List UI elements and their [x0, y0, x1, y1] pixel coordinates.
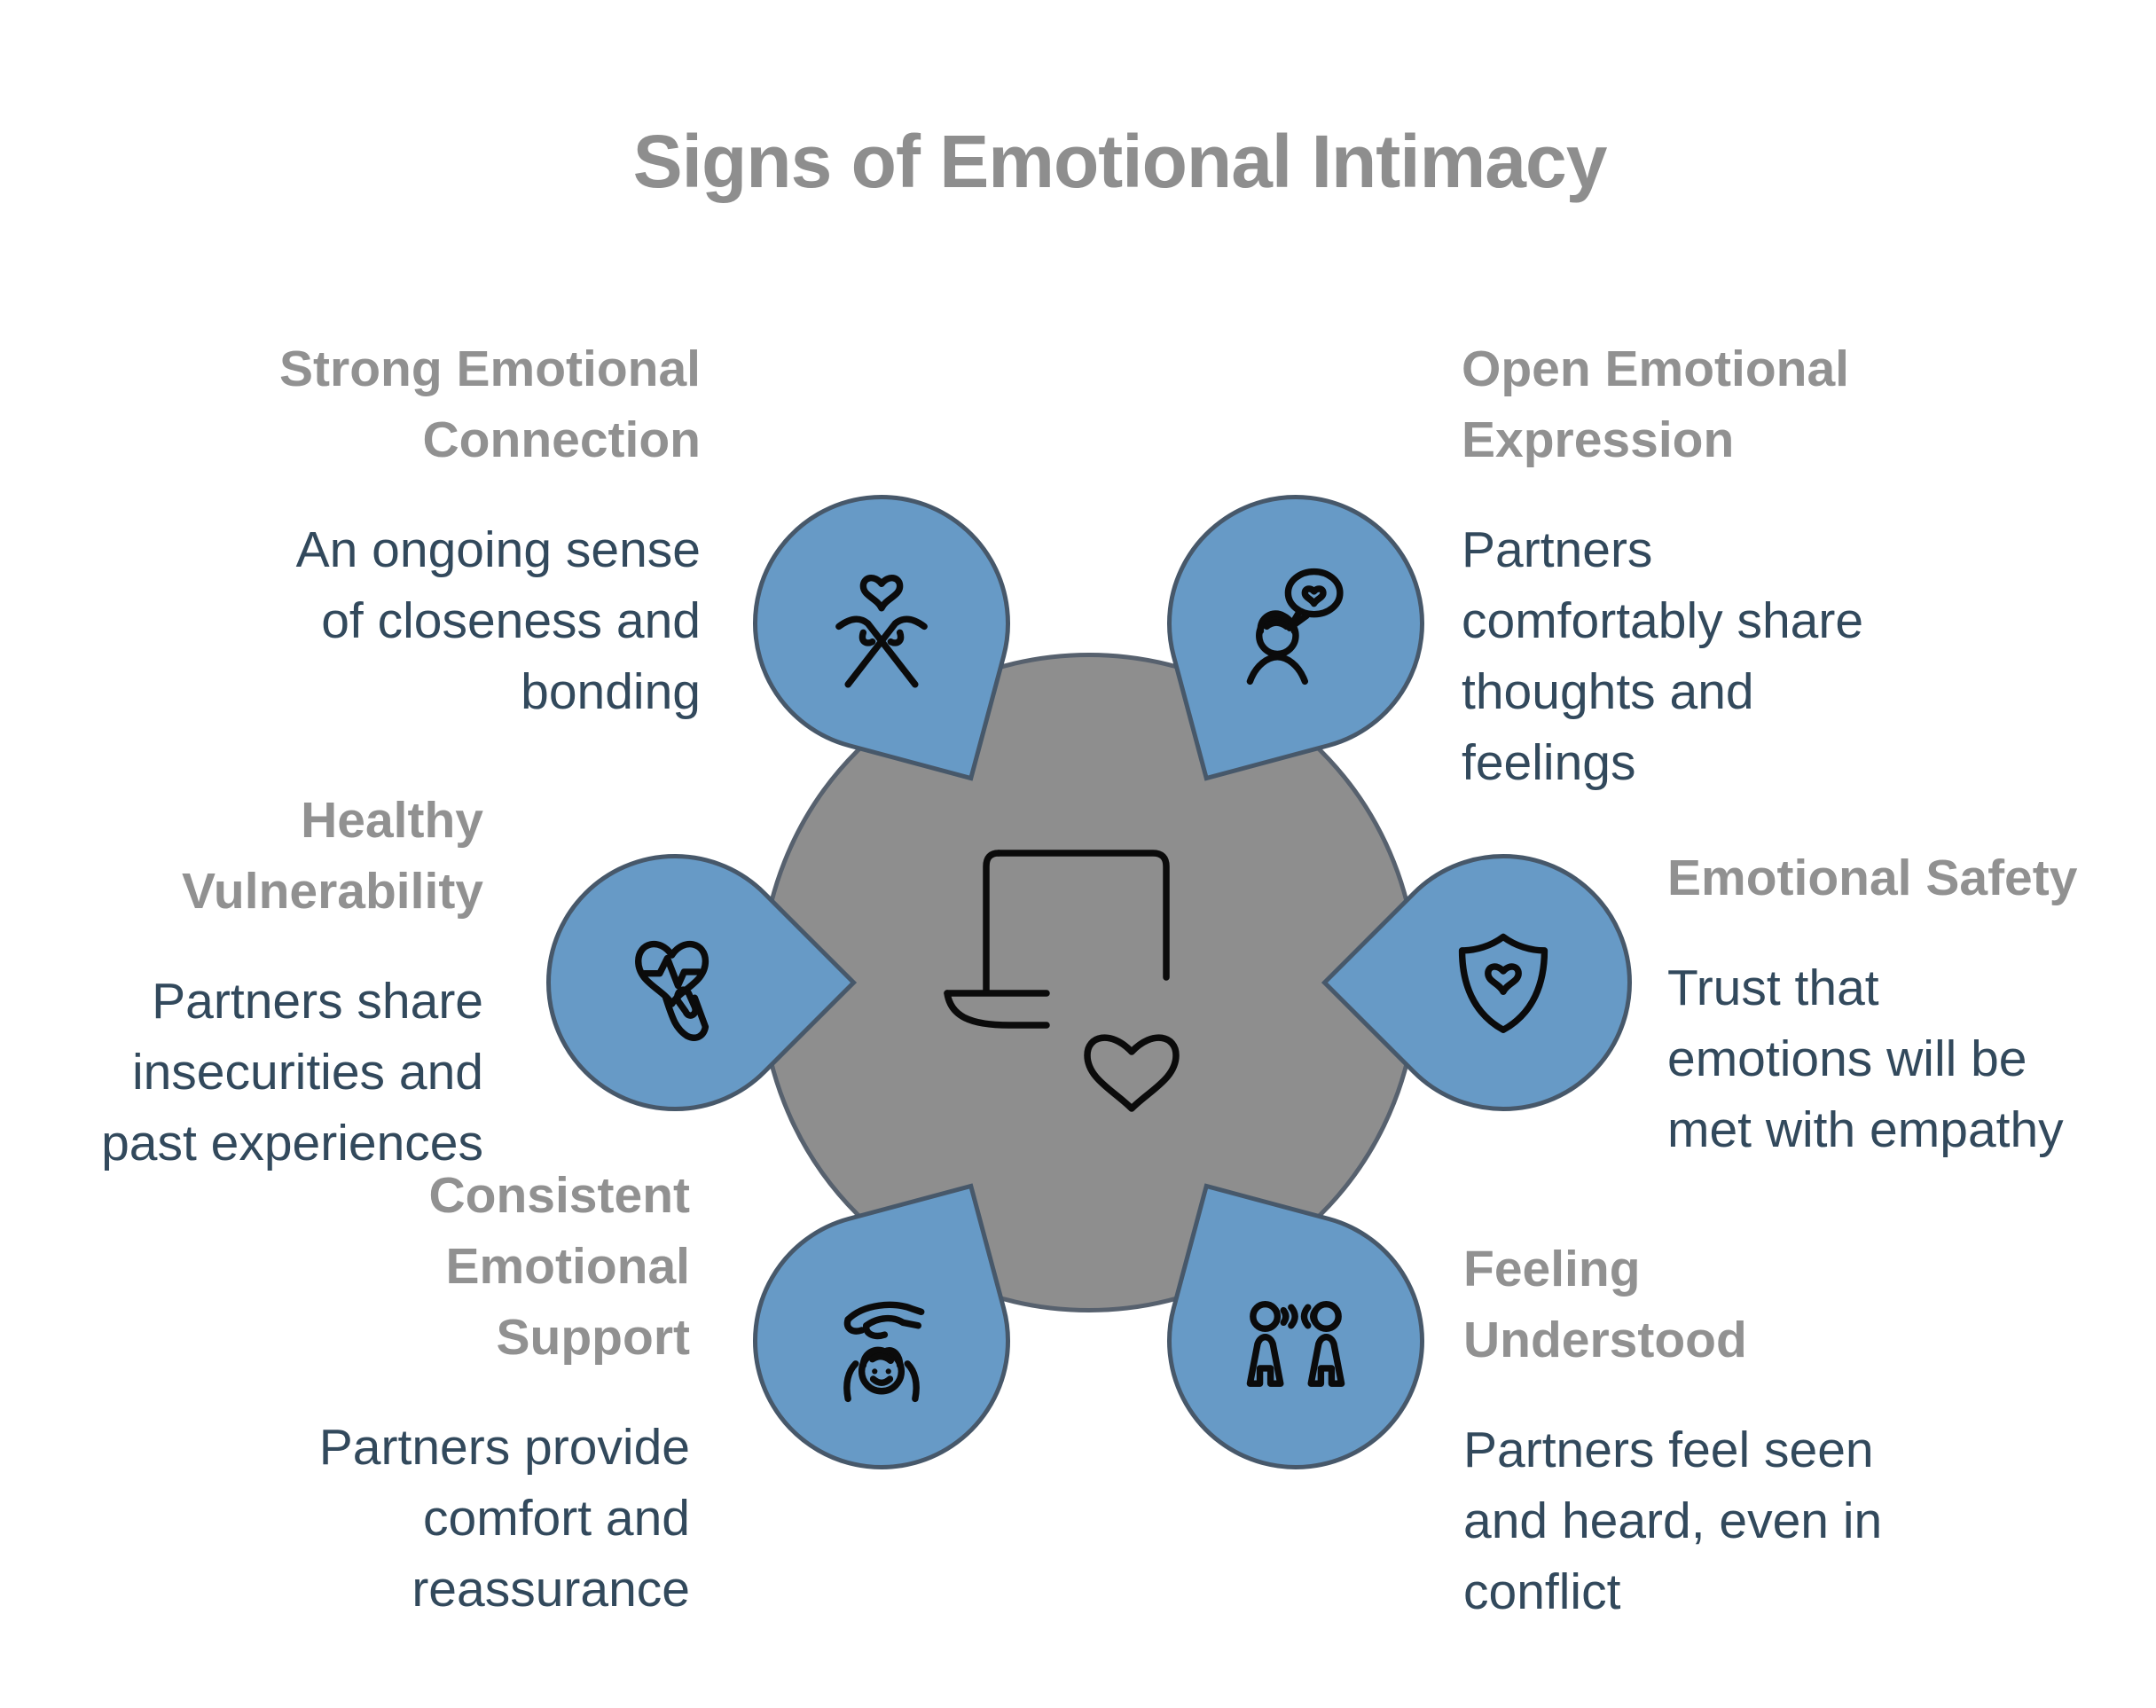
section-consistent-emotional-support: Consistent Emotional Support Partners pr… [171, 1160, 690, 1625]
section-heading: Emotional Safety [1667, 850, 2078, 906]
hand-over-child-icon [843, 1301, 925, 1403]
section-heading: Consistent Emotional Support [428, 1167, 690, 1366]
section-body: Partners feel seen and heard, even in co… [1463, 1422, 1883, 1620]
section-healthy-vulnerability: Healthy Vulnerability Partners share ins… [22, 785, 483, 1179]
laptop-screen-right [995, 850, 1170, 981]
petal-strong-emotional-connection [724, 466, 1039, 781]
petal-consistent-emotional-support [724, 1183, 1039, 1499]
section-heading: Open Emotional Expression [1462, 341, 1850, 468]
section-heading: Strong Emotional Connection [279, 341, 701, 468]
petal-emotional-safety [1321, 800, 1686, 1165]
laptop-base-curve [944, 990, 1050, 1029]
shield-heart-icon [1458, 933, 1548, 1034]
section-body: Trust that emotions will be met with emp… [1667, 960, 2064, 1158]
section-heading: Feeling Understood [1463, 1241, 1747, 1368]
laptop-heart-icon [944, 850, 1180, 1112]
heart-pulse-hand-icon [635, 940, 710, 1041]
section-body: An ongoing sense of closeness and bondin… [295, 521, 701, 720]
center-circle [759, 653, 1419, 1312]
person-speech-heart-icon [1246, 568, 1344, 686]
section-feeling-understood: Feeling Understood Partners feel seen an… [1463, 1234, 1995, 1627]
laptop-screen-left [983, 850, 1002, 993]
two-people-listening-icon [1246, 1301, 1345, 1387]
petal-healthy-vulnerability [492, 800, 858, 1165]
section-heading: Healthy Vulnerability [182, 792, 483, 920]
section-open-emotional-expression: Open Emotional Expression Partners comfo… [1462, 333, 1994, 798]
section-strong-emotional-connection: Strong Emotional Connection An ongoing s… [182, 333, 701, 727]
section-body: Partners comfortably share thoughts and … [1462, 521, 1864, 791]
pinky-promise-heart-icon [835, 575, 928, 688]
section-emotional-safety: Emotional Safety Trust that emotions wil… [1667, 842, 2146, 1165]
center-heart [1084, 1034, 1180, 1112]
petal-open-emotional-expression [1138, 466, 1454, 781]
section-body: Partners share insecurities and past exp… [101, 973, 483, 1171]
page-title: Signs of Emotional Intimacy [632, 120, 1608, 203]
petal-feeling-understood [1138, 1183, 1454, 1499]
section-body: Partners provide comfort and reassurance [318, 1419, 690, 1618]
